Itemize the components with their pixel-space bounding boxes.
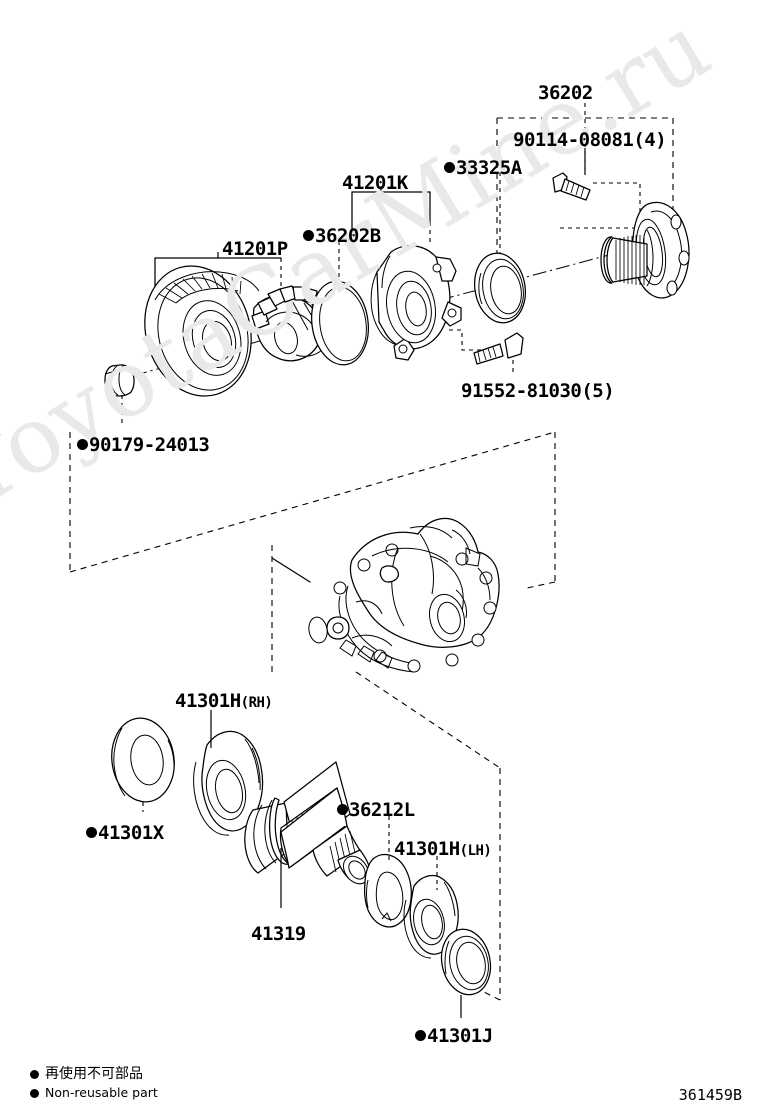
non-reusable-dot-icon — [30, 1088, 39, 1098]
label-91552-81030: 91552-81030(5) — [461, 380, 615, 402]
callout-upper-assembly — [69, 431, 556, 589]
part-nut-90179-24013 — [104, 364, 135, 397]
legend-text-en: Non-reusable part — [45, 1085, 158, 1101]
part-o-ring-36202B — [311, 280, 369, 366]
part-bearing-retainer-41201K — [370, 245, 462, 361]
sheet-id: 361459B — [678, 1086, 742, 1104]
bracket-41201K — [351, 191, 431, 246]
part-snap-ring-36212L — [364, 853, 412, 928]
part-washer-41301X — [111, 717, 175, 803]
part-drive-pinion-41201P — [251, 285, 335, 362]
label-41301H-rh: 41301H(RH) — [175, 690, 273, 712]
label-41201K: 41201K — [342, 172, 408, 194]
legend-row-en: Non-reusable part — [30, 1084, 158, 1102]
part-output-shaft-41319 — [244, 761, 371, 885]
label-41319: 41319 — [251, 923, 306, 945]
part-ring-gear-41201P — [144, 265, 260, 397]
part-oil-seal-33325A — [474, 252, 526, 324]
label-41201P: 41201P — [222, 238, 288, 260]
label-41301J: 41301J — [415, 1027, 493, 1046]
non-reusable-dot-icon — [303, 229, 314, 241]
part-companion-flange-36202 — [600, 201, 690, 299]
part-oil-seal-41301H-rh — [193, 730, 264, 836]
part-oil-seal-41301J — [440, 928, 492, 996]
part-bolt-90114-08081 — [552, 172, 591, 201]
part-transfer-case-housing — [308, 517, 500, 673]
label-90179-24013: 90179-24013 — [77, 436, 210, 455]
non-reusable-dot-icon — [415, 1029, 426, 1041]
non-reusable-dot-icon — [30, 1069, 39, 1079]
part-bolt-91552-81030 — [473, 332, 524, 365]
part-oil-seal-41301H-lh — [403, 874, 459, 959]
label-90114-08081: 90114-08081(4) — [513, 129, 667, 151]
label-36202: 36202 — [538, 82, 593, 104]
label-36202B: 36202B — [303, 227, 381, 246]
non-reusable-dot-icon — [86, 826, 97, 838]
centerline-upper-2 — [439, 251, 621, 301]
non-reusable-dot-icon — [337, 803, 348, 815]
non-reusable-dot-icon — [444, 161, 455, 173]
legend-text-jp: 再使用不可部品 — [45, 1066, 143, 1082]
label-41301H-lh: 41301H(LH) — [394, 838, 492, 860]
legend: 再使用不可部品 Non-reusable part — [30, 1064, 158, 1102]
install-path-91552 — [447, 329, 497, 351]
pointer-housing-upper — [271, 557, 311, 583]
label-41301X: 41301X — [86, 824, 164, 843]
non-reusable-dot-icon — [77, 438, 88, 450]
label-33325A: 33325A — [444, 159, 522, 178]
label-36212L: 36212L — [337, 801, 415, 820]
install-path-90114 — [560, 182, 641, 229]
legend-row-jp: 再使用不可部品 — [30, 1064, 158, 1084]
